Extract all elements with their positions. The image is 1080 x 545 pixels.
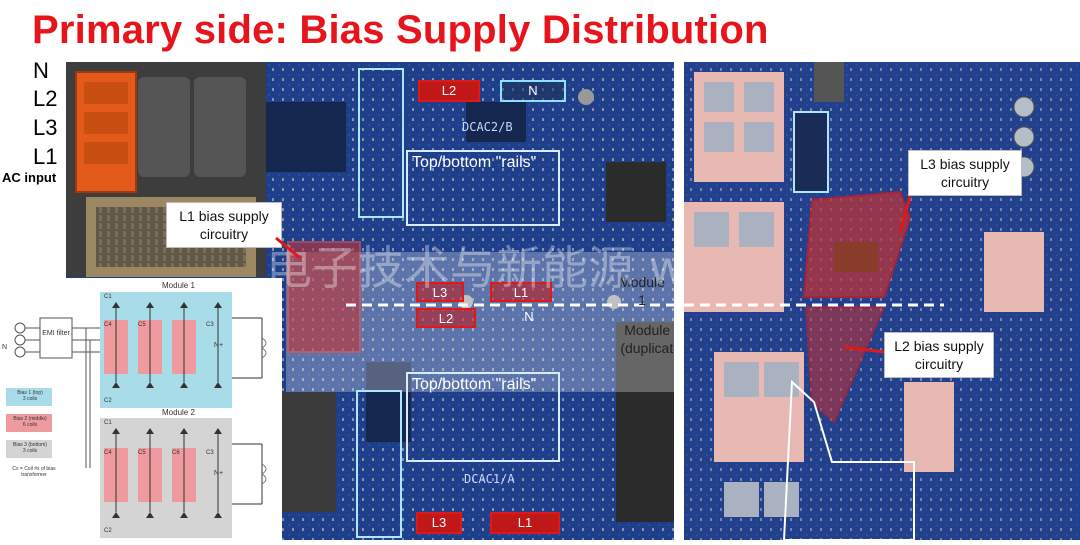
legend-bias1: Bias 1 (top)3 coils xyxy=(8,390,52,402)
coil-m2-3: C6 xyxy=(172,450,180,456)
legend-bias2-sub: 6 coils xyxy=(22,422,38,428)
diagram-n-in: N xyxy=(2,344,8,351)
right-pcb-photo: L3 bias supply circuitry L2 bias supply … xyxy=(684,62,1080,540)
l2-bias-callout: L2 bias supply circuitry xyxy=(884,332,994,378)
bottom-tag-l3: L3 xyxy=(416,512,462,534)
top-left-bias-box xyxy=(358,68,404,218)
phase-label-l3: L3 xyxy=(33,115,58,140)
coil-m1-4: C2 xyxy=(104,398,112,404)
coil-m1-0: C1 xyxy=(104,294,112,300)
coil-m2-1: C4 xyxy=(104,450,112,456)
phase-label-l2: L2 xyxy=(33,86,58,111)
top-rails-label: Top/bottom "rails" xyxy=(412,154,537,171)
silk-dcac2: DCAC2/B xyxy=(462,120,513,134)
mid-tag-n: N xyxy=(524,309,534,324)
top-tag-l2: L2 xyxy=(418,80,480,102)
legend-bias2: Bias 2 (middle)6 coils xyxy=(8,416,52,428)
right-pcb-image xyxy=(684,62,1080,540)
n-plus-m1: N+ xyxy=(214,342,224,349)
ac-input-label: AC input xyxy=(2,170,57,185)
legend-bias1-label: Bias 1 (top) xyxy=(17,390,43,396)
module1-label: Module 1 xyxy=(619,274,665,308)
diagram-module2-title: Module 2 xyxy=(162,408,195,417)
bias-diagram: Module 1 Module 2 EMI filter N C1 C4 C5 … xyxy=(0,278,282,540)
page-title: Primary side: Bias Supply Distribution xyxy=(32,8,769,52)
phase-label-n: N xyxy=(33,58,49,83)
coil-m1-1: C4 xyxy=(104,322,112,328)
bottom-left-bias-box xyxy=(356,390,402,538)
phase-label-l1: L1 xyxy=(33,144,58,169)
mid-tag-l3: L3 xyxy=(416,282,464,302)
legend-bias1-sub: 3 coils xyxy=(22,396,38,402)
coil-m2-0: C1 xyxy=(104,420,112,426)
legend-bias3-label: Bias 3 (bottom) xyxy=(13,442,47,448)
coil-m2-4: C3 xyxy=(206,450,214,456)
diagram-emi-label: EMI filter xyxy=(42,330,70,337)
diagram-module1-title: Module 1 xyxy=(162,281,195,290)
watermark: 电子技术与新能源 www.21micro.com.cn xyxy=(266,241,674,295)
legend-bias2-label: Bias 2 (middle) xyxy=(13,416,47,422)
bottom-rails-label: Top/bottom "rails" xyxy=(412,376,537,393)
n-plus-m2: N+ xyxy=(214,470,224,477)
top-rails-box xyxy=(406,150,560,226)
bottom-tag-l1: L1 xyxy=(490,512,560,534)
coil-m2-5: C2 xyxy=(104,528,112,534)
mid-tag-l1: L1 xyxy=(490,282,552,302)
l1-bias-callout: L1 bias supply circuitry xyxy=(166,202,282,248)
silk-dcac1: DCAC1/A xyxy=(464,472,515,486)
bottom-rails-box xyxy=(406,372,560,462)
legend-bias3-sub: 3 coils xyxy=(22,448,38,454)
l1-callout-arrow xyxy=(275,236,301,260)
coil-m1-2: C5 xyxy=(138,322,146,328)
bias-diagram-svg xyxy=(6,292,267,538)
coil-m1-3: C3 xyxy=(206,322,214,328)
top-tag-n: N xyxy=(500,80,566,102)
legend-bias3: Bias 3 (bottom)3 coils xyxy=(8,442,52,454)
coil-m2-2: C5 xyxy=(138,450,146,456)
module2-label: Module 2 (duplicate) xyxy=(620,322,674,356)
left-pcb-photo: L2 N DCAC2/B Top/bottom "rails" L3 L1 L2… xyxy=(66,62,674,540)
diagram-footnote: Cx = Coil #x of bias transformer xyxy=(12,466,56,478)
l3-bias-callout: L3 bias supply circuitry xyxy=(908,150,1022,196)
mid-tag-l2: L2 xyxy=(416,308,476,328)
